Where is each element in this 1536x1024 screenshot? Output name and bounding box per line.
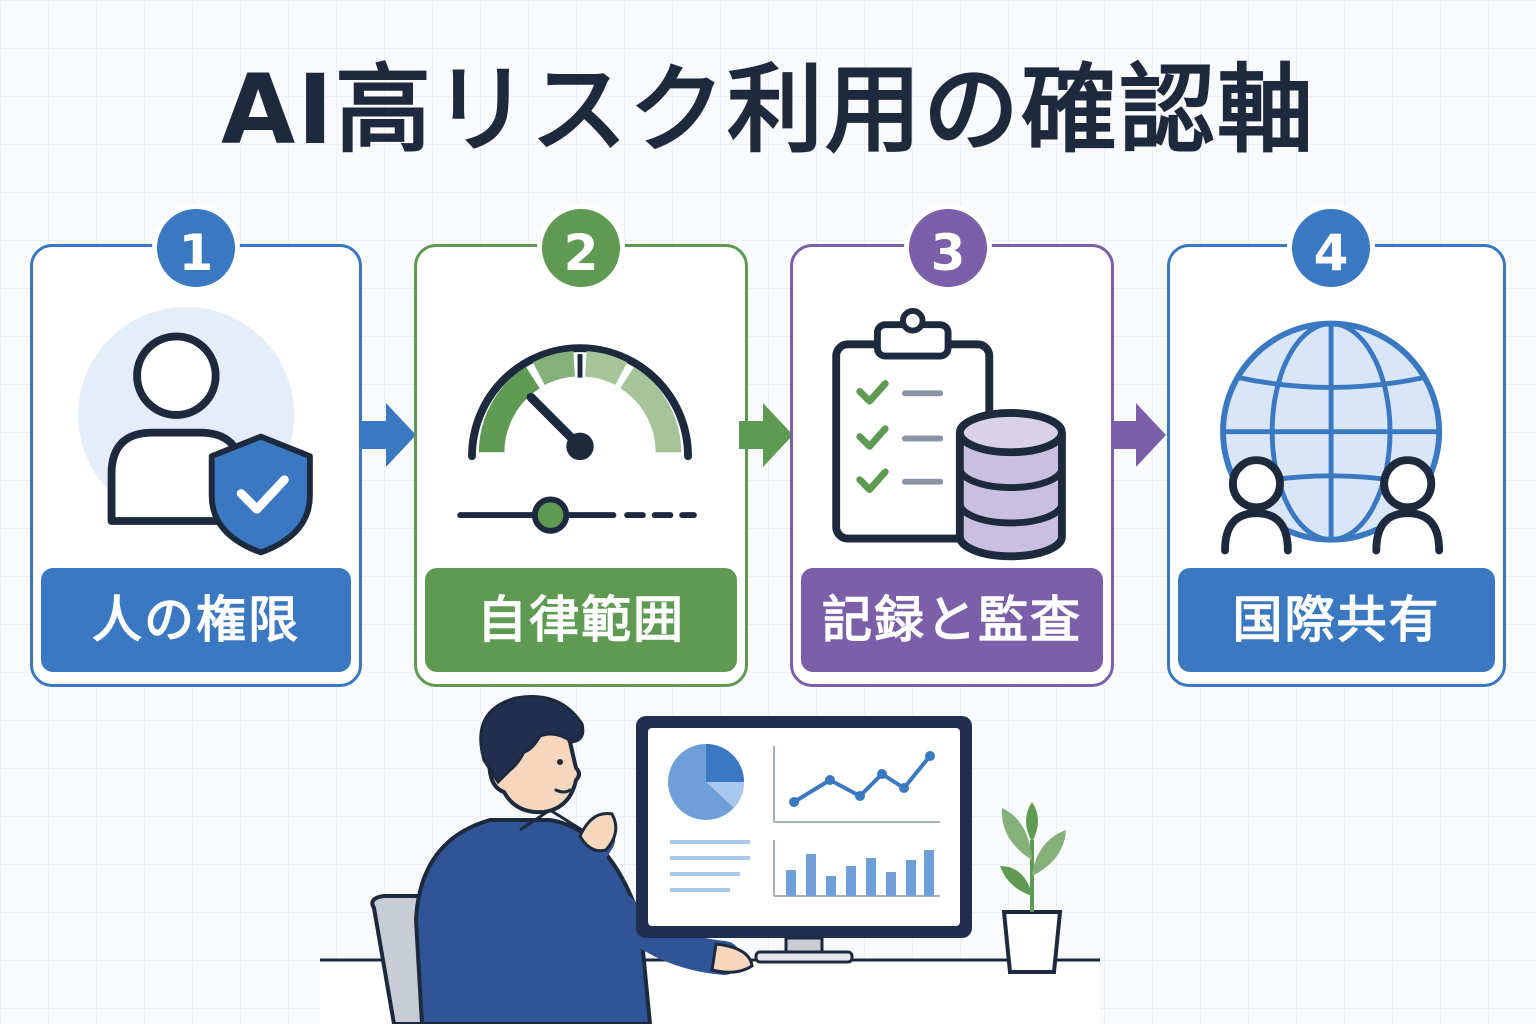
potted-plant-icon: [1000, 802, 1066, 974]
person-at-computer-illustration: [320, 695, 1100, 1024]
step-badge-2: 2: [537, 204, 625, 292]
step-badge-4: 4: [1287, 204, 1375, 292]
step-badge-1: 1: [152, 204, 240, 292]
step-label-2: 自律範囲: [425, 568, 737, 672]
monitor-icon: [636, 716, 972, 964]
person-icon: [413, 695, 754, 1024]
step-label-3: 記録と監査: [801, 568, 1103, 672]
person-shield-icon: [78, 306, 313, 556]
gauge-slider-icon: [457, 344, 697, 534]
step-card-3: 記録と監査: [790, 244, 1114, 687]
step-card-2: 自律範囲: [414, 244, 748, 687]
page-title: AI高リスク利用の確認軸: [220, 54, 1315, 166]
globe-people-icon: [1220, 320, 1444, 555]
arrow-right-icon: [362, 403, 416, 467]
step-label-1: 人の権限: [41, 568, 351, 672]
step-label-4: 国際共有: [1178, 568, 1495, 672]
arrow-right-icon: [1112, 403, 1166, 467]
step-card-1: 人の権限: [30, 244, 362, 687]
clipboard-database-icon: [832, 307, 1066, 561]
step-card-4: 国際共有: [1167, 244, 1506, 687]
arrow-right-icon: [739, 403, 793, 467]
step-badge-3: 3: [904, 204, 992, 292]
